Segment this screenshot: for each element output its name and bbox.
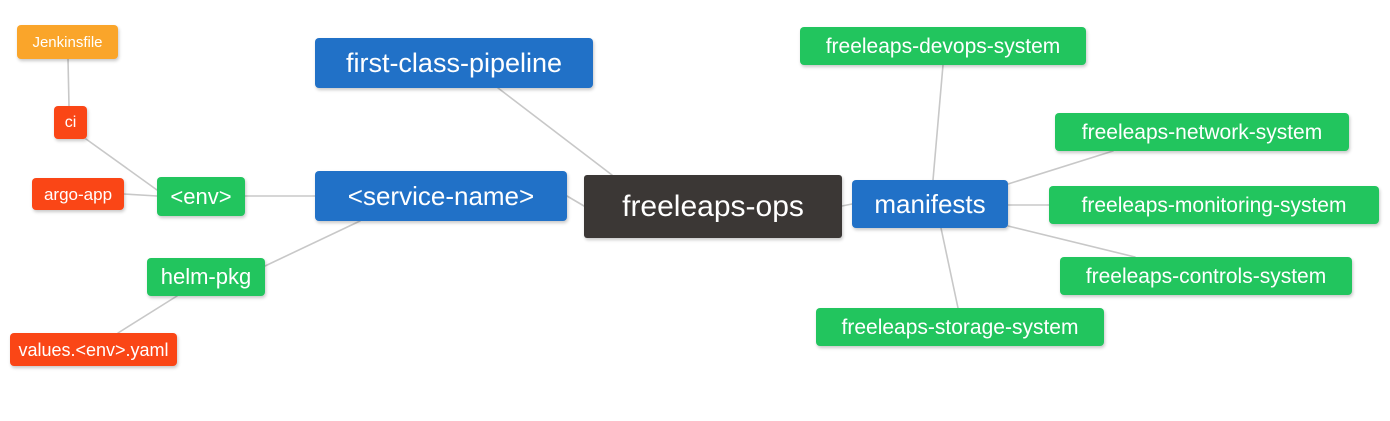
node-freeleaps-devops-system[interactable]: freeleaps-devops-system xyxy=(800,27,1086,65)
node-label: freeleaps-ops xyxy=(622,189,804,223)
node-helm-pkg[interactable]: helm-pkg xyxy=(147,258,265,296)
edge-freeleaps-ops-to-first-class-pipeline xyxy=(497,87,613,176)
node-label: argo-app xyxy=(43,184,113,204)
node-label: helm-pkg xyxy=(160,264,252,289)
node-label: freeleaps-monitoring-system xyxy=(1081,193,1347,217)
node-ci[interactable]: ci xyxy=(54,106,87,139)
node-first-class-pipeline[interactable]: first-class-pipeline xyxy=(315,38,593,88)
edge-ci-to-jenkinsfile xyxy=(67,58,70,107)
edge-service-name-to-helm-pkg xyxy=(264,220,361,267)
edge-manifests-to-freeleaps-storage-system xyxy=(940,227,959,309)
node-freeleaps-ops[interactable]: freeleaps-ops xyxy=(584,175,842,238)
node-values-env-yaml[interactable]: values.<env>.yaml xyxy=(10,333,177,366)
node-freeleaps-controls-system[interactable]: freeleaps-controls-system xyxy=(1060,257,1352,295)
node-label: <env> xyxy=(170,183,232,209)
node-label: freeleaps-storage-system xyxy=(841,315,1079,339)
node-freeleaps-network-system[interactable]: freeleaps-network-system xyxy=(1055,113,1349,151)
node-label: manifests xyxy=(874,189,986,219)
edge-helm-pkg-to-values-env-yaml xyxy=(117,295,178,334)
node-label: ci xyxy=(64,113,77,131)
edge-manifests-to-freeleaps-devops-system xyxy=(932,64,944,181)
node-manifests[interactable]: manifests xyxy=(852,180,1008,228)
edge-manifests-to-freeleaps-network-system xyxy=(1007,150,1114,185)
edge-freeleaps-ops-to-manifests xyxy=(841,203,853,207)
edge-env-to-argo-app xyxy=(123,193,158,197)
node-label: Jenkinsfile xyxy=(32,33,103,51)
node-service-name[interactable]: <service-name> xyxy=(315,171,567,221)
node-freeleaps-storage-system[interactable]: freeleaps-storage-system xyxy=(816,308,1104,346)
node-jenkinsfile[interactable]: Jenkinsfile xyxy=(17,25,118,59)
edge-freeleaps-ops-to-service-name xyxy=(566,195,585,207)
edge-manifests-to-freeleaps-controls-system xyxy=(1007,225,1136,258)
node-label: freeleaps-devops-system xyxy=(825,34,1061,58)
node-argo-app[interactable]: argo-app xyxy=(32,178,124,210)
node-label: first-class-pipeline xyxy=(345,47,563,78)
node-freeleaps-monitoring-system[interactable]: freeleaps-monitoring-system xyxy=(1049,186,1379,224)
node-label: values.<env>.yaml xyxy=(18,339,169,360)
node-label: freeleaps-controls-system xyxy=(1085,264,1327,288)
node-label: <service-name> xyxy=(347,181,535,211)
node-label: freeleaps-network-system xyxy=(1081,120,1323,144)
node-env[interactable]: <env> xyxy=(157,177,245,216)
